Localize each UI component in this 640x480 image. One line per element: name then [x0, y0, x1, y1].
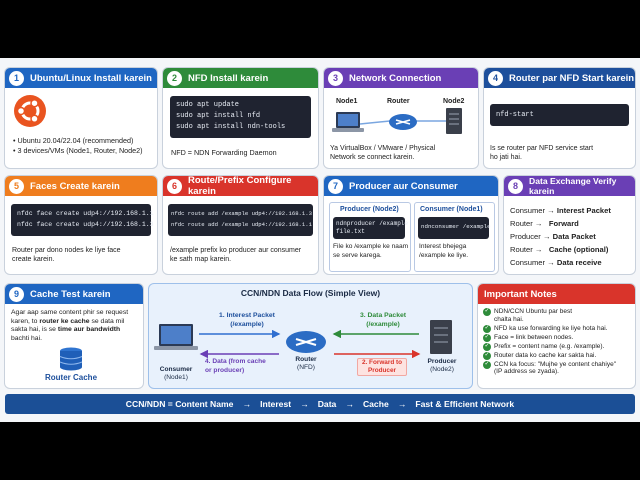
card-header: 9 Cache Test karein	[5, 284, 143, 304]
notes-header: Important Notes	[478, 284, 635, 304]
check-icon: ✓	[483, 333, 491, 342]
card-title: Router par NFD Start karein	[509, 72, 635, 84]
card-header: 3 Network Connection	[324, 68, 478, 88]
card-header: 1 Ubuntu/Linux Install karein	[5, 68, 157, 88]
card-title: NFD Install karein	[188, 72, 269, 84]
cache-label: Router Cache	[45, 373, 98, 382]
description-line: /example prefix ko producer aur consumer	[170, 247, 302, 254]
summary-banner: CCN/NDN = Content Name → Interest → Data…	[5, 394, 635, 414]
step-number: 7	[328, 178, 343, 194]
database-icon	[59, 347, 83, 371]
code-block: nfdc route add /example udp4://192.168.1…	[168, 204, 313, 236]
step-number: 4	[488, 70, 503, 86]
network-topology-icon	[332, 108, 462, 134]
card-faces-create: 5 Faces Create karein nfdc face create u…	[5, 176, 157, 274]
router-label: Router	[387, 98, 410, 105]
important-notes: Important Notes ✓NDN/CCN Ubuntu par best…	[478, 284, 635, 388]
description-line: Is se router par NFD service start	[490, 145, 594, 152]
list-item: • Ubuntu 20.04/22.04 (recommended)	[13, 136, 134, 145]
card-title: Ubuntu/Linux Install karein	[30, 72, 152, 84]
code-block: nfd-start	[490, 104, 629, 126]
flow-title: CCN/NDN Data Flow (Simple View)	[240, 288, 381, 298]
code-block: ndnconsumer /example	[418, 217, 491, 239]
producer-node-label: Producer(Node2)	[427, 358, 457, 373]
flow-step: Router → Cache (optional)	[510, 245, 609, 254]
card-data-exchange-verify: 8 Data Exchange Verify karein Consumer →…	[504, 176, 635, 274]
description-line: create karein.	[12, 256, 55, 263]
description-line: Router par dono nodes ke liye face	[12, 247, 121, 254]
card-header: 6 Route/Prefix Configure karein	[163, 176, 318, 197]
note-item: ✓CCN ka focus: "Mujhe ye content chahiye…	[483, 360, 617, 376]
card-router-nfd-start: 4 Router par NFD Start karein nfd-start …	[484, 68, 635, 168]
flow-step: Consumer → Data receive	[510, 258, 602, 267]
card-ubuntu-install: 1 Ubuntu/Linux Install karein • Ubuntu 2…	[5, 68, 157, 168]
check-icon: ✓	[483, 308, 491, 316]
consumer-node-label: Consumer(Node1)	[159, 366, 193, 381]
check-icon: ✓	[483, 342, 491, 351]
card-header: 8 Data Exchange Verify karein	[504, 176, 635, 196]
description-line: ho jati hai.	[490, 154, 522, 161]
card-header: 2 NFD Install karein	[163, 68, 318, 88]
flow-step: Consumer → Interest Packet	[510, 206, 611, 215]
step-number: 9	[9, 286, 24, 302]
note-item: ✓Prefix = content name (e.g. /example).	[483, 342, 605, 351]
producer-heading: Producer (Node2)	[340, 206, 399, 213]
list-item: • 3 devices/VMs (Node1, Router, Node2)	[13, 145, 143, 155]
card-title: Network Connection	[349, 72, 442, 84]
card-route-prefix: 6 Route/Prefix Configure karein nfdc rou…	[163, 176, 318, 274]
code-block: ndnproducer /example file.txt	[333, 217, 408, 239]
step-number: 1	[9, 70, 24, 86]
diagram-canvas: 1 Ubuntu/Linux Install karein • Ubuntu 2…	[0, 58, 640, 422]
description-line: Ya VirtualBox / VMware / Physical	[330, 145, 436, 152]
note-item: ✓Router data ko cache kar sakta hai.	[483, 351, 597, 360]
step-number: 6	[167, 178, 182, 194]
check-icon: ✓	[483, 351, 491, 360]
card-header: 7 Producer aur Consumer	[324, 176, 498, 196]
data-flow-panel: CCN/NDN Data Flow (Simple View) 1. Int	[149, 284, 472, 388]
card-title: Cache Test karein	[30, 288, 111, 300]
interest-label: 1. Interest Packet(/example)	[219, 312, 275, 328]
ubuntu-logo-icon	[14, 95, 46, 127]
flow-step: Producer → Data Packet	[510, 232, 596, 241]
step-number: 5	[9, 178, 24, 194]
description-line: Network se connect karein.	[330, 154, 415, 161]
router-node-label: Router(NFD)	[295, 356, 317, 371]
consumer-heading: Consumer (Node1)	[420, 206, 483, 213]
note-text: NFD = NDN Forwarding Daemon	[171, 148, 277, 157]
card-network-connection: 3 Network Connection Node1 Router Node2 …	[324, 68, 478, 168]
card-title: Producer aur Consumer	[349, 180, 458, 192]
card-header: 4 Router par NFD Start karein	[484, 68, 635, 88]
card-cache-test: 9 Cache Test karein Agar aap same conten…	[5, 284, 143, 388]
note-item: ✓Face = link between nodes.	[483, 333, 574, 342]
flow-arrows	[154, 320, 452, 359]
card-title: Route/Prefix Configure karein	[188, 176, 292, 197]
step-number: 8	[508, 178, 523, 194]
consumer-panel: Consumer (Node1) ndnconsumer /example In…	[414, 202, 495, 272]
card-nfd-install: 2 NFD Install karein sudo apt update sud…	[163, 68, 318, 168]
step-number: 3	[328, 70, 343, 86]
data-packet-label: 3. Data Packet(/example)	[359, 312, 407, 328]
node1-label: Node1	[336, 98, 358, 105]
note-item: ✓NFD ka use forwarding ke liye hota hai.	[483, 324, 608, 333]
card-title: Data Exchange Verify karein	[529, 176, 617, 196]
card-producer-consumer: 7 Producer aur Consumer Producer (Node2)…	[324, 176, 498, 274]
description-line: ke sath map karein.	[170, 256, 232, 263]
producer-panel: Producer (Node2) ndnproducer /example fi…	[329, 202, 411, 272]
check-icon: ✓	[483, 360, 491, 369]
node2-label: Node2	[443, 98, 465, 105]
card-title: Faces Create karein	[30, 180, 120, 192]
flow-step: Router → Forward	[510, 219, 579, 228]
card-header: 5 Faces Create karein	[5, 176, 157, 196]
step-number: 2	[167, 70, 182, 86]
code-block: nfdc face create udp4://192.168.1.1 nfdc…	[11, 204, 154, 236]
check-icon: ✓	[483, 324, 491, 333]
code-block: sudo apt update sudo apt install nfd sud…	[170, 96, 311, 138]
